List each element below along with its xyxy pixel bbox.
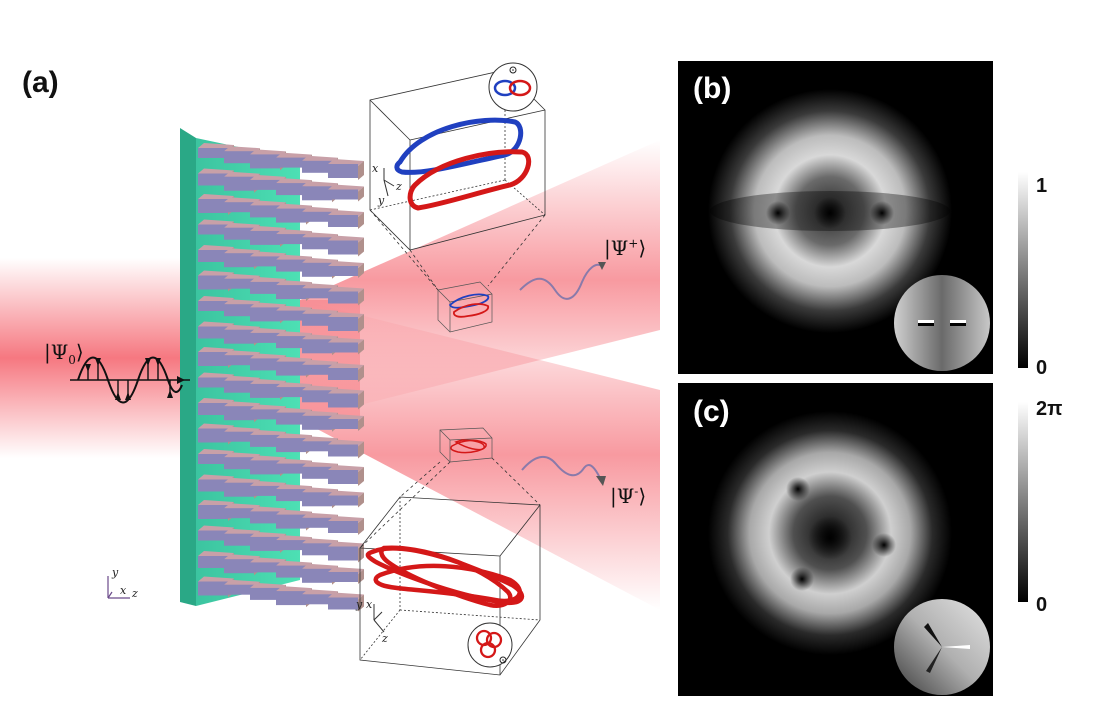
photon-wave-plus	[519, 262, 606, 300]
axis-triad-main: y x z	[107, 566, 138, 600]
pillar-row	[198, 219, 364, 257]
knot-box-top-small	[437, 281, 493, 333]
axis-label-x-top: x	[372, 162, 379, 175]
knot-bottom-small	[450, 439, 487, 454]
colorbar-b	[1018, 172, 1028, 368]
pillar-row	[198, 347, 364, 382]
colorbar-b-max: 1	[1036, 175, 1048, 197]
pillar-row	[198, 474, 364, 509]
pillar-row	[198, 321, 364, 356]
knot-top-projection-inset	[488, 62, 538, 112]
pillar-row	[198, 194, 364, 229]
pillar-row	[198, 551, 364, 585]
panel-b-intensity	[678, 61, 993, 374]
pillar-row	[198, 576, 364, 612]
ket-input: |Ψ0⟩	[44, 340, 84, 367]
axis-label-z-top: z	[395, 180, 402, 193]
axis-triad-top-box: x z y	[372, 162, 402, 207]
panel-label-c: (c)	[693, 395, 730, 428]
pillar-row	[198, 143, 364, 180]
panel-label-b: (b)	[693, 72, 732, 105]
photon-wave-minus	[521, 455, 606, 486]
panel-c-intensity	[678, 383, 993, 696]
pillar-row	[198, 245, 364, 279]
pillar-row	[198, 423, 364, 459]
axis-label-x-bottom: x	[366, 598, 373, 611]
output-beam-lower	[300, 300, 660, 610]
pillar-row	[198, 525, 364, 563]
panel-a-diagram: y x z x z y	[0, 62, 660, 676]
knot-bottom-large	[365, 545, 525, 608]
phase-inset-b	[894, 275, 990, 371]
pillar-row	[198, 270, 364, 306]
ket-psi-minus: |Ψ-⟩	[610, 484, 647, 508]
pillar-row	[198, 296, 364, 333]
colorbar-c-max: 2π	[1036, 398, 1063, 420]
pillar-row	[198, 449, 364, 486]
metasurface	[180, 128, 364, 612]
phase-inset-c	[894, 599, 990, 695]
axis-label-x: x	[120, 584, 127, 597]
panel-label-a: (a)	[22, 66, 59, 99]
ket-psi-plus: |Ψ+⟩	[604, 236, 647, 260]
input-polarization-wave	[70, 356, 190, 404]
pillar-row	[198, 398, 364, 432]
knot-top-large	[394, 117, 532, 211]
pillar-row	[198, 500, 364, 535]
axis-label-y: y	[111, 566, 119, 579]
axis-label-y-top: y	[377, 194, 385, 207]
axis-label-y-bottom: y	[355, 598, 363, 611]
colorbar-c	[1018, 402, 1028, 602]
pillar-row	[198, 168, 364, 203]
axis-label-z: z	[131, 587, 138, 600]
colorbar-c-min: 0	[1036, 594, 1048, 616]
colorbar-b-min: 0	[1036, 357, 1048, 379]
knot-top-small	[448, 293, 490, 318]
axis-label-z-bottom: z	[381, 632, 388, 645]
pillar-row	[198, 372, 364, 410]
axis-triad-bottom-box: y x z	[355, 598, 388, 645]
knot-bottom-projection-inset	[467, 622, 513, 668]
